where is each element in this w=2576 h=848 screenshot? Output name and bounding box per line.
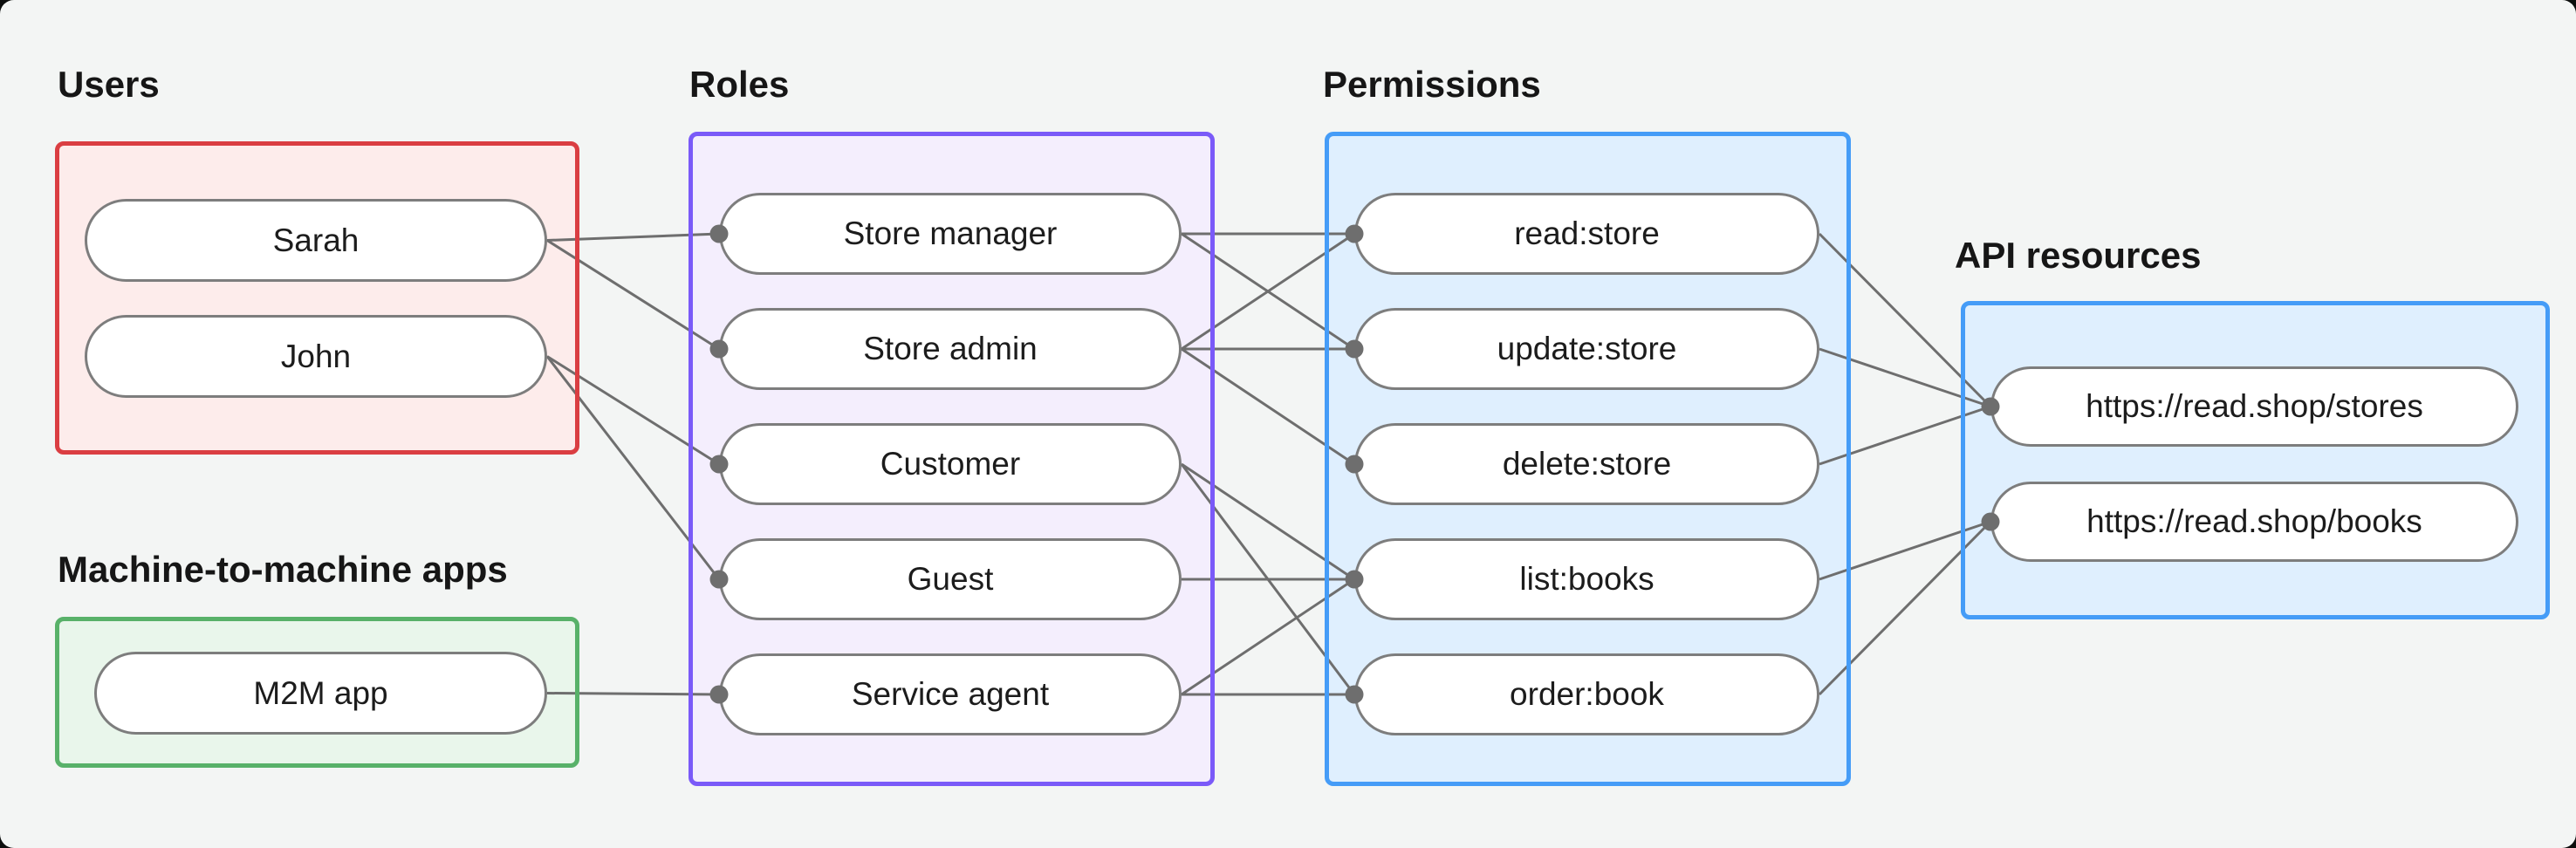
api-label: API resources — [1955, 235, 2202, 276]
node-service-agent: Service agent — [719, 653, 1182, 735]
node-delete-store: delete:store — [1354, 423, 1819, 505]
m2m-label: Machine-to-machine apps — [58, 549, 508, 590]
node-stores: https://read.shop/stores — [1990, 366, 2518, 447]
node-store-manager: Store manager — [719, 193, 1182, 275]
node-read-store: read:store — [1354, 193, 1819, 275]
node-books: https://read.shop/books — [1990, 482, 2518, 562]
api-box-fill — [1961, 301, 2550, 619]
permissions-label: Permissions — [1323, 64, 1541, 105]
permissions-box — [1325, 132, 1851, 786]
roles-label: Roles — [689, 64, 790, 105]
node-sarah: Sarah — [85, 199, 547, 282]
node-guest: Guest — [719, 538, 1182, 620]
node-m2m-app: M2M app — [94, 652, 547, 735]
node-list-books: list:books — [1354, 538, 1819, 620]
roles-box — [689, 132, 1215, 786]
users-box-fill — [55, 141, 579, 455]
node-update-store: update:store — [1354, 308, 1819, 390]
node-john: John — [85, 315, 547, 398]
node-store-admin: Store admin — [719, 308, 1182, 390]
node-customer: Customer — [719, 423, 1182, 505]
users-label: Users — [58, 64, 160, 105]
api-box — [1961, 301, 2550, 619]
users-box — [55, 141, 579, 455]
m2m-box — [55, 617, 579, 768]
node-order-book: order:book — [1354, 653, 1819, 735]
